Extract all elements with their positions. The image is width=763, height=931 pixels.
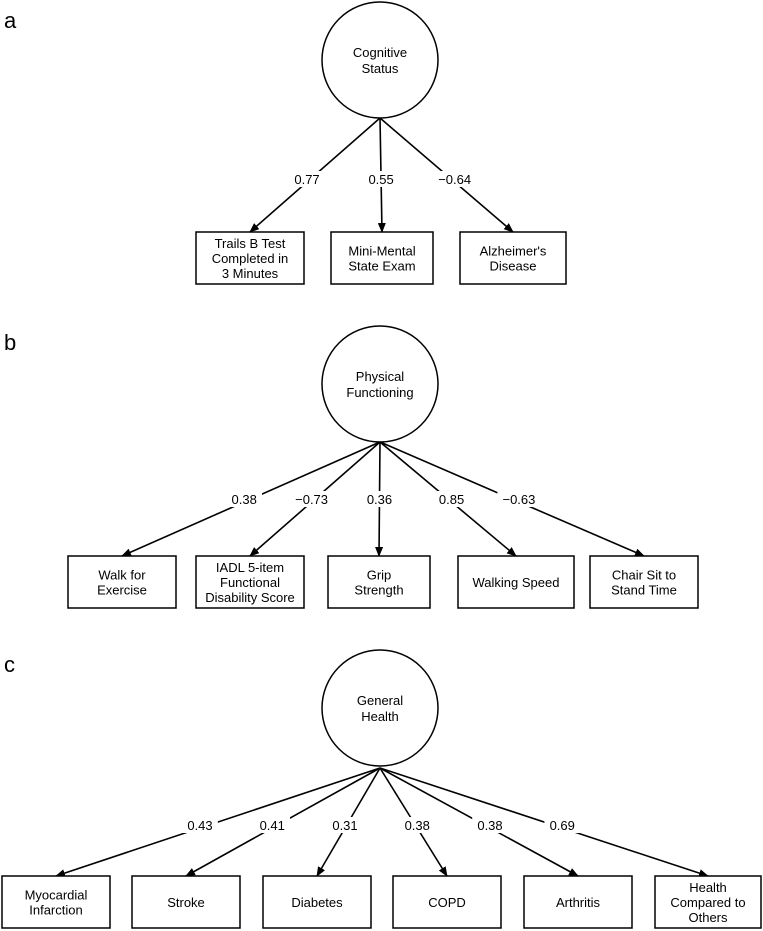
- indicator-label: State Exam: [348, 259, 415, 274]
- latent-label: Functioning: [346, 385, 413, 400]
- indicator-label: Mini-Mental: [348, 244, 415, 259]
- indicator-box: [1, 875, 111, 929]
- loading-label-bg: [433, 491, 470, 507]
- indicator-box: [131, 875, 241, 929]
- indicator-box: [327, 555, 431, 609]
- indicator-label: Chair Sit to: [612, 568, 676, 583]
- indicator-label: Myocardial: [25, 888, 88, 903]
- indicator-box: [654, 875, 762, 929]
- indicator-label: Infarction: [29, 903, 82, 918]
- loading-label-bg: [497, 491, 541, 507]
- loading-value: 0.85: [439, 492, 464, 507]
- loading-value: 0.77: [294, 172, 319, 187]
- indicator-label: IADL 5-item: [216, 560, 284, 575]
- indicator-label: Stroke: [167, 895, 205, 910]
- loading-label-bg: [182, 817, 218, 833]
- latent-label: Status: [362, 61, 399, 76]
- panel-letter: c: [4, 652, 15, 677]
- indicator-label: 3 Minutes: [222, 266, 279, 281]
- panel-c: cGeneralHealth0.43MyocardialInfarction0.…: [1, 649, 762, 929]
- indicator-label: Completed in: [212, 251, 289, 266]
- indicator-box: [262, 875, 372, 929]
- loading-value: 0.38: [232, 492, 257, 507]
- indicator-label: Walking Speed: [473, 575, 560, 590]
- latent-node: [321, 325, 439, 443]
- loading-value: 0.38: [405, 818, 430, 833]
- latent-node: [321, 1, 439, 119]
- indicator-label: Stand Time: [611, 583, 677, 598]
- loading-label-bg: [361, 491, 398, 507]
- loading-arrow: [379, 767, 709, 877]
- indicator-box: [67, 555, 177, 609]
- indicator-label: Disability Score: [205, 590, 295, 605]
- indicator-box: [457, 555, 575, 609]
- indicator-label: Arthritis: [556, 895, 601, 910]
- indicator-label: Disease: [490, 259, 537, 274]
- indicator-label: Strength: [354, 583, 403, 598]
- loading-label-bg: [289, 171, 325, 187]
- loading-value: −0.64: [438, 172, 471, 187]
- indicator-box: [330, 231, 434, 285]
- loading-label-bg: [433, 171, 477, 187]
- loading-arrow: [55, 767, 381, 877]
- loading-label-bg: [363, 171, 399, 187]
- indicator-label: Trails B Test: [215, 236, 286, 251]
- indicator-box: [195, 555, 305, 609]
- latent-label: Physical: [356, 369, 405, 384]
- indicator-label: Others: [688, 910, 728, 925]
- loading-value: −0.63: [502, 492, 535, 507]
- indicator-label: Compared to: [670, 895, 745, 910]
- loading-label-bg: [327, 817, 363, 833]
- indicator-label: Alzheimer's: [480, 244, 547, 259]
- indicator-box: [392, 875, 502, 929]
- indicator-label: Walk for: [98, 568, 146, 583]
- indicator-label: Functional: [220, 575, 280, 590]
- loading-value: 0.38: [477, 818, 502, 833]
- indicator-box: [523, 875, 633, 929]
- indicator-label: Grip: [367, 568, 392, 583]
- loading-value: 0.55: [368, 172, 393, 187]
- latent-node: [321, 649, 439, 767]
- indicator-label: Exercise: [97, 583, 147, 598]
- panel-letter: a: [4, 8, 17, 33]
- loading-value: 0.43: [187, 818, 212, 833]
- latent-label: Cognitive: [353, 45, 407, 60]
- loading-value: 0.36: [367, 492, 392, 507]
- loading-value: −0.73: [295, 492, 328, 507]
- indicator-label: Diabetes: [291, 895, 343, 910]
- loading-label-bg: [472, 817, 508, 833]
- indicator-box: [589, 555, 699, 609]
- indicator-box: [459, 231, 567, 285]
- latent-label: Health: [361, 709, 399, 724]
- loading-label-bg: [544, 817, 581, 833]
- latent-label: General: [357, 693, 403, 708]
- panel-letter: b: [4, 330, 16, 355]
- loading-value: 0.41: [260, 818, 285, 833]
- indicator-box: [195, 231, 305, 285]
- loading-value: 0.69: [550, 818, 575, 833]
- loading-label-bg: [226, 491, 263, 507]
- indicator-label: COPD: [428, 895, 466, 910]
- indicator-label: Health: [689, 880, 727, 895]
- loading-label-bg: [399, 817, 436, 833]
- loading-label-bg: [290, 491, 334, 507]
- loading-value: 0.31: [332, 818, 357, 833]
- loading-label-bg: [254, 817, 291, 833]
